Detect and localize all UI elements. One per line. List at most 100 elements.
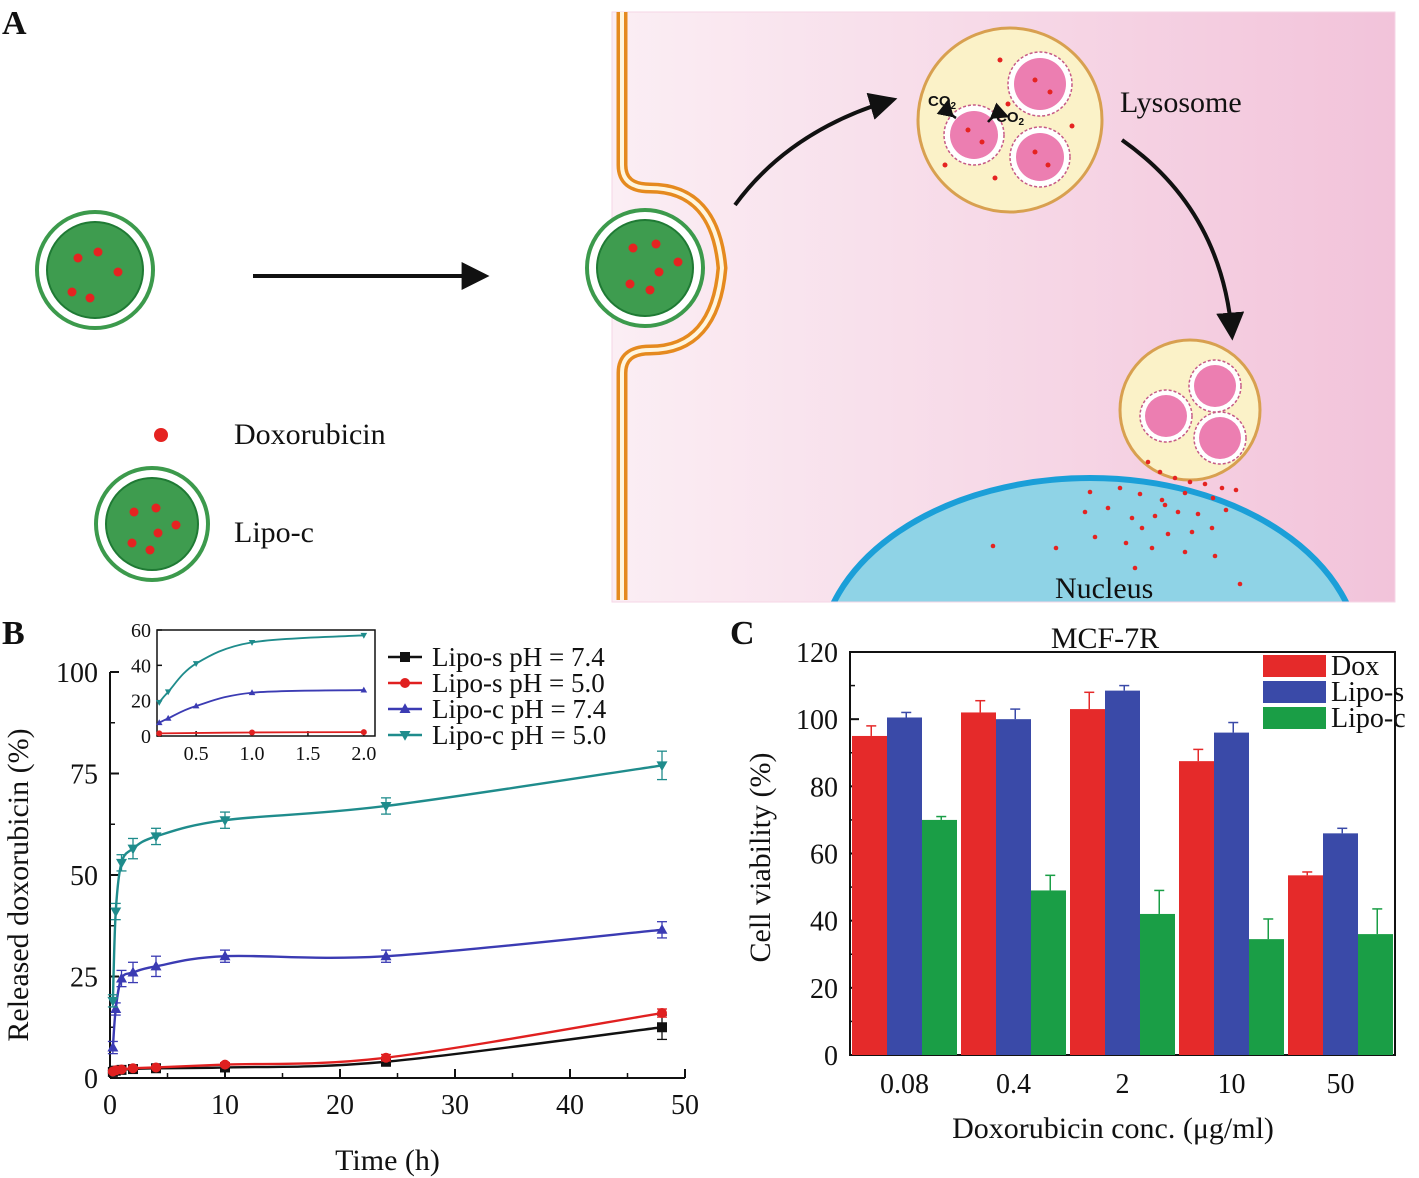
- data-point: [380, 950, 392, 961]
- svg-text:CO2: CO2: [996, 109, 1025, 128]
- series-2: [107, 1008, 667, 1077]
- liposome-outside: [35, 210, 155, 330]
- lysosome: CO2 CO2: [916, 26, 1104, 214]
- chart-title: MCF-7R: [1051, 622, 1159, 655]
- data-point: [150, 832, 162, 843]
- inset-x-tick-label: 1.5: [295, 743, 320, 765]
- inset-data-point: [360, 686, 368, 693]
- liposome-endocytosed: [585, 208, 705, 328]
- inset-series-1: [155, 632, 368, 706]
- data-point: [110, 1003, 122, 1013]
- bar-lipo-c: [1249, 939, 1284, 1055]
- inset-series-2: [155, 686, 368, 726]
- panel-a-legend: Doxorubicin Lipo-c: [94, 418, 386, 582]
- bar-lipo-c: [922, 819, 957, 1055]
- svg-text:CO2: CO2: [928, 93, 957, 112]
- legend-swatch: [1263, 707, 1326, 729]
- inset-series-line: [158, 689, 364, 724]
- legend-label: Lipo-s pH = 5.0: [432, 668, 605, 698]
- data-point: [150, 960, 162, 971]
- y-tick-label: 40: [810, 907, 838, 938]
- data-point: [116, 972, 127, 983]
- to-nucleus-arrow: [1120, 138, 1245, 341]
- data-point: [656, 761, 668, 772]
- inset-series-3: [156, 729, 367, 737]
- inset-y-tick-label: 60: [131, 620, 151, 642]
- y-axis-title: Cell viability (%): [744, 753, 777, 963]
- data-point: [219, 950, 231, 961]
- series-4: [107, 750, 668, 1008]
- x-tick-label: 40: [556, 1090, 584, 1121]
- nucleus: [830, 475, 1350, 602]
- y-tick-label: 0: [84, 1064, 98, 1095]
- legend-label: Lipo-s pH = 7.4: [432, 642, 605, 672]
- legend-marker: [400, 678, 410, 688]
- y-tick-label: 25: [70, 963, 98, 994]
- y-tick-label: 20: [810, 974, 838, 1005]
- inset-data-point: [360, 632, 368, 639]
- data-point: [381, 1052, 391, 1063]
- bar-dox: [1179, 761, 1214, 1055]
- inset-frame: [156, 629, 376, 737]
- data-point: [107, 1041, 119, 1052]
- co2-label-left: CO: [928, 93, 951, 110]
- legend-lipo-c: Lipo-c: [234, 516, 314, 549]
- bar-dox: [852, 735, 887, 1055]
- y-tick-label: 60: [810, 840, 838, 871]
- inset-x-tick-label: 2.0: [351, 743, 376, 765]
- bar-lipo-c: [1031, 890, 1066, 1055]
- inset-y-tick-label: 40: [131, 655, 151, 677]
- x-tick-label: 0: [103, 1090, 117, 1121]
- data-point: [127, 844, 139, 855]
- lysosome-label: Lysosome: [1120, 86, 1242, 119]
- legend-marker: [399, 731, 411, 741]
- inset-data-point: [248, 639, 256, 646]
- bar-lipo-c: [1140, 913, 1175, 1055]
- x-tick-label: 30: [441, 1090, 469, 1121]
- x-tick-label: 10: [1218, 1069, 1246, 1100]
- y-tick-label: 50: [70, 861, 98, 892]
- x-tick-label: 50: [1327, 1069, 1355, 1100]
- y-tick-label: 100: [796, 705, 838, 736]
- legend-label: Lipo-c pH = 5.0: [432, 720, 606, 750]
- data-point: [380, 801, 392, 812]
- x-axis-title: Doxorubicin conc. (μg/ml): [952, 1112, 1274, 1145]
- data-point: [220, 1059, 230, 1070]
- bar-lipo-s: [1105, 690, 1140, 1055]
- liposome-icon: [94, 466, 210, 582]
- legend-marker: [400, 652, 410, 662]
- series-line: [111, 764, 663, 1001]
- released-drug-dots: [990, 459, 1243, 587]
- inset-x-tick-label: 1.0: [240, 743, 265, 765]
- y-tick-label: 80: [810, 772, 838, 803]
- lysosome-near-nucleus: [1118, 338, 1262, 482]
- data-point: [657, 1008, 667, 1019]
- data-point: [127, 966, 139, 977]
- data-point: [656, 924, 668, 934]
- inset-y-tick-label: 0: [141, 726, 151, 748]
- bar-lipo-s: [887, 717, 922, 1055]
- y-tick-label: 120: [796, 638, 838, 669]
- y-tick-label: 75: [70, 760, 98, 791]
- x-axis-title: Time (h): [335, 1144, 440, 1177]
- x-tick-label: 10: [211, 1090, 239, 1121]
- bar-dox: [1070, 709, 1105, 1055]
- bar-lipo-c: [1358, 934, 1393, 1055]
- bar-lipo-s: [1214, 732, 1249, 1055]
- data-point: [107, 996, 119, 1007]
- inset-data-point: [155, 719, 163, 726]
- x-tick-label: 0.4: [996, 1069, 1031, 1100]
- legend-label: Lipo-c: [1331, 703, 1406, 734]
- inset-data-point: [192, 661, 200, 668]
- to-lysosome-arrow: [733, 92, 898, 207]
- series-1: [107, 1014, 667, 1077]
- data-point: [151, 1062, 161, 1073]
- data-point: [128, 1063, 138, 1074]
- bar-dox: [1288, 875, 1323, 1055]
- panel-c-letter: C: [730, 615, 755, 652]
- data-point: [110, 907, 122, 918]
